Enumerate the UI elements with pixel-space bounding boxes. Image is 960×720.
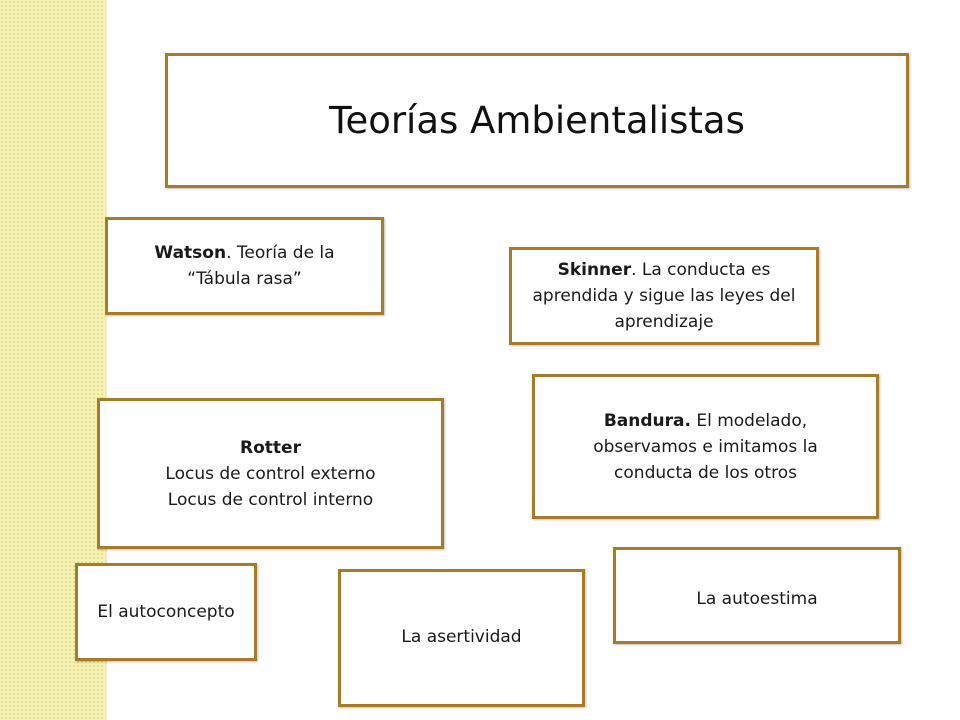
rotter-box: Rotter Locus de control externo Locus de… xyxy=(97,398,444,549)
title-box: Teorías Ambientalistas xyxy=(165,53,909,188)
strip-edge xyxy=(105,0,108,720)
page-title: Teorías Ambientalistas xyxy=(329,98,745,142)
bandura-line-2: observamos e imitamos la xyxy=(593,436,818,457)
rotter-line-1: Locus de control externo xyxy=(165,463,376,484)
decorative-dotted-strip xyxy=(0,0,105,720)
watson-line-2: “Tábula rasa” xyxy=(187,269,302,289)
asertividad-label: La asertividad xyxy=(401,627,522,647)
skinner-line-2: aprendida y sigue las leyes del xyxy=(532,286,796,306)
rotter-line-2: Locus de control interno xyxy=(167,489,374,510)
watson-line-1: Watson. Teoría de la xyxy=(154,240,334,266)
asertividad-box: La asertividad xyxy=(338,569,585,707)
skinner-box: Skinner. La conducta es aprendida y sigu… xyxy=(509,247,819,345)
skinner-line-3: aprendizaje xyxy=(614,312,714,332)
bandura-text: El modelado, xyxy=(690,410,808,431)
bandura-line-3: conducta de los otros xyxy=(614,462,797,483)
bandura-line-1: Bandura. El modelado, xyxy=(604,408,807,434)
skinner-line-1: Skinner. La conducta es xyxy=(558,257,771,283)
autoestima-box: La autoestima xyxy=(613,547,901,644)
autoconcepto-box: El autoconcepto xyxy=(75,563,257,661)
rotter-name-text: Rotter xyxy=(240,437,301,458)
autoestima-label: La autoestima xyxy=(696,589,818,609)
autoconcepto-label: El autoconcepto xyxy=(97,602,235,622)
bandura-name: Bandura. xyxy=(603,410,691,431)
watson-name: Watson xyxy=(154,243,227,263)
rotter-name: Rotter xyxy=(240,435,301,461)
bandura-box: Bandura. El modelado, observamos e imita… xyxy=(532,374,879,519)
watson-box: Watson. Teoría de la “Tábula rasa” xyxy=(105,217,384,315)
skinner-text: . La conducta es xyxy=(631,260,771,280)
skinner-name: Skinner xyxy=(557,260,632,280)
watson-text: . Teoría de la xyxy=(226,243,335,263)
